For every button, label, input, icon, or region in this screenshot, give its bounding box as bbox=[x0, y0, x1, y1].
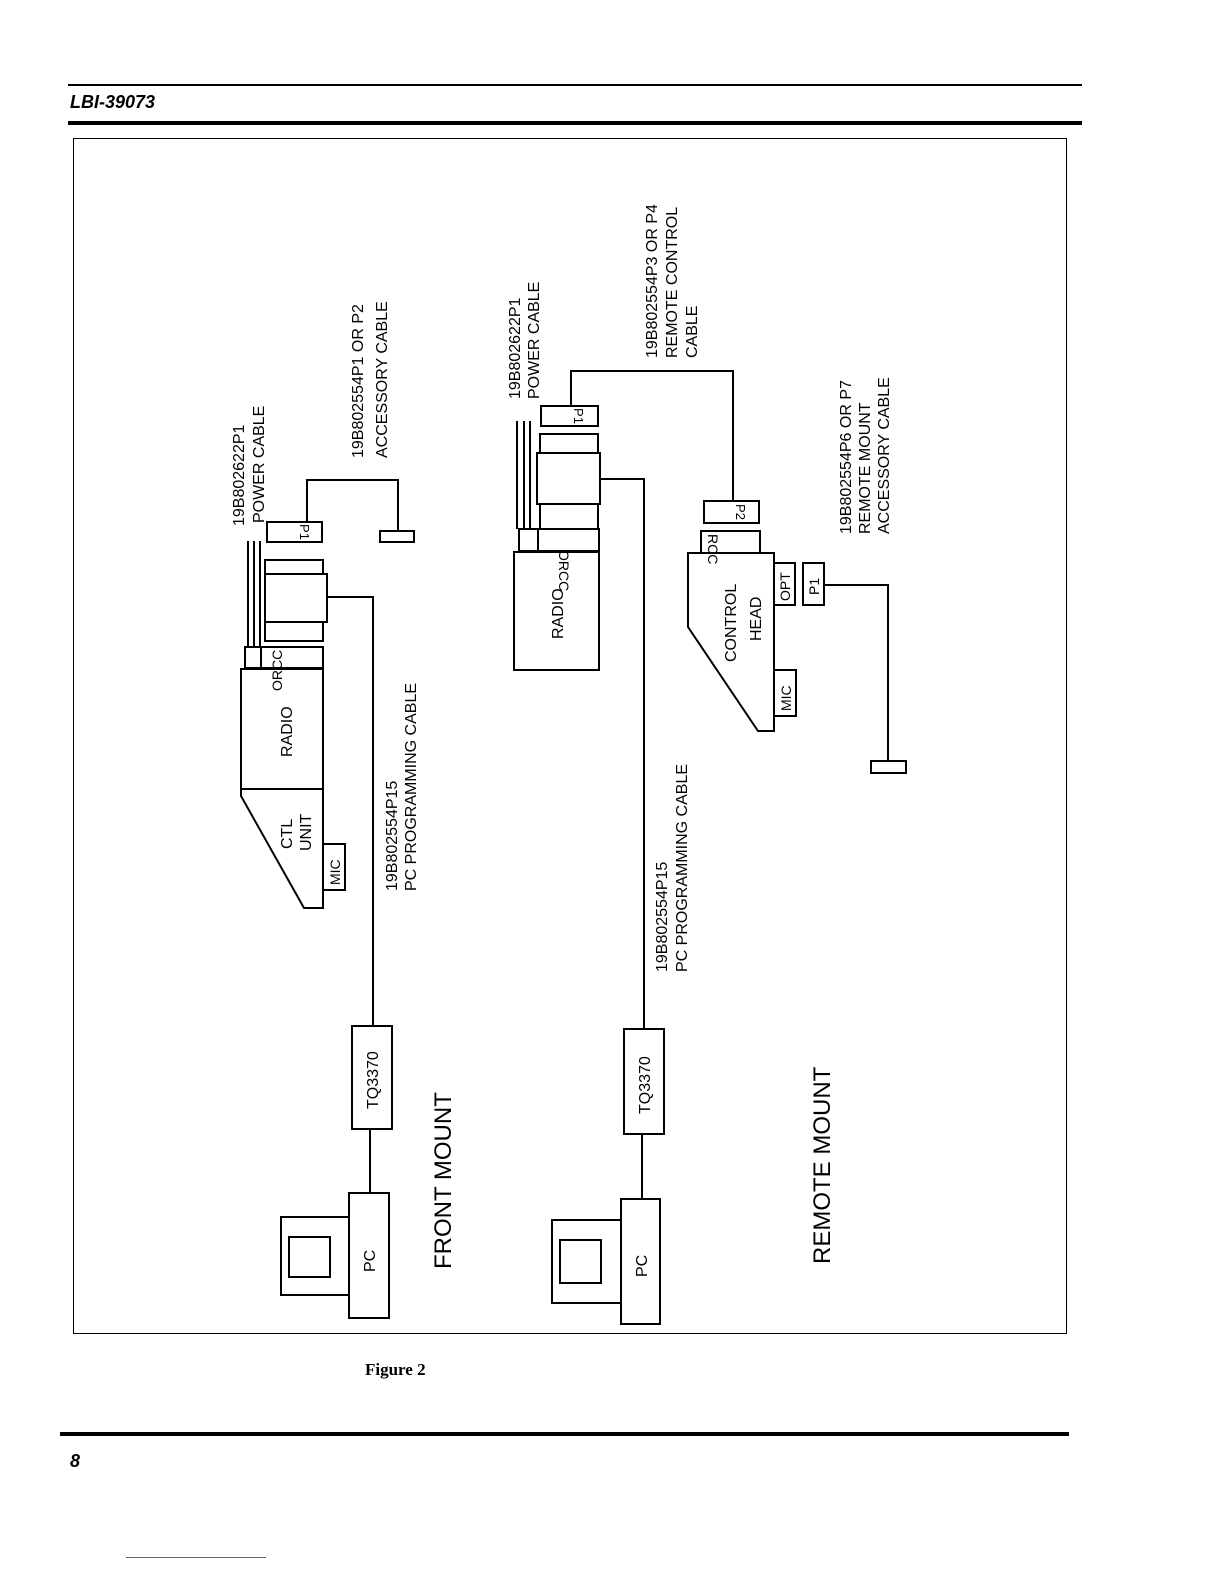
rm-orcc-box bbox=[537, 528, 600, 552]
fm-tq3370-label: TQ3370 bbox=[365, 1051, 382, 1109]
rm-programming-cable-desc: PC PROGRAMMING CABLE bbox=[674, 764, 691, 972]
fm-mic-label: MIC bbox=[327, 859, 343, 885]
rm-rcc-label: RCC bbox=[705, 534, 721, 564]
fm-orcc-tab bbox=[244, 646, 262, 669]
fm-radio-part-top bbox=[264, 559, 324, 575]
rm-radio-part-bottom bbox=[539, 503, 599, 530]
rm-accessory-cable bbox=[824, 584, 889, 761]
fm-title: FRONT MOUNT bbox=[430, 1092, 457, 1269]
figure-caption: Figure 2 bbox=[365, 1360, 426, 1379]
fm-accessory-plug bbox=[379, 530, 415, 543]
rm-accessory-cable-desc-1: REMOTE MOUNT bbox=[857, 402, 874, 534]
fm-unit-label: UNIT bbox=[298, 813, 315, 851]
fm-radio-interface bbox=[264, 573, 328, 623]
rm-pc-label: PC bbox=[634, 1255, 651, 1277]
footer-rule bbox=[60, 1432, 1069, 1436]
rm-head-p1-label: P1 bbox=[806, 578, 822, 595]
fm-power-cable-desc: POWER CABLE bbox=[251, 406, 268, 523]
header-rule-thin bbox=[68, 84, 1082, 86]
rm-radio-label: RADIO bbox=[550, 588, 567, 639]
fm-programming-cable-desc: PC PROGRAMMING CABLE bbox=[403, 683, 420, 891]
page-number: 8 bbox=[70, 1451, 81, 1471]
rm-radio-body bbox=[513, 551, 600, 671]
fm-accessory-cable-desc: ACCESSORY CABLE bbox=[374, 301, 391, 458]
rm-pc-screen bbox=[559, 1239, 602, 1284]
rm-programming-cable-part: 19B802554P15 bbox=[654, 862, 671, 972]
fm-accessory-cable-part: 19B802554P1 OR P2 bbox=[350, 304, 367, 458]
figure-frame: 19B802622P1 POWER CABLE 19B802554P1 OR P… bbox=[73, 138, 1067, 1334]
fm-accessory-cable bbox=[306, 479, 399, 531]
rm-mic-box bbox=[773, 669, 797, 717]
rm-accessory-plug bbox=[870, 760, 907, 774]
rm-head-label: HEAD bbox=[748, 597, 765, 641]
rm-control-head-body bbox=[687, 552, 775, 732]
rm-tq3370-box bbox=[623, 1028, 665, 1135]
rm-remote-control-cable bbox=[570, 370, 734, 501]
fm-radio-label: RADIO bbox=[279, 706, 296, 757]
rm-tq3370-label: TQ3370 bbox=[637, 1056, 654, 1114]
footer-link-underline bbox=[126, 1557, 266, 1558]
rm-remote-control-cable-desc-2: CABLE bbox=[684, 306, 701, 358]
fm-programming-cable-part: 19B802554P15 bbox=[384, 781, 401, 891]
rm-remote-control-cable-desc-1: REMOTE CONTROL bbox=[664, 207, 681, 358]
header-rule-thick bbox=[68, 121, 1082, 125]
rm-radio-part-top bbox=[539, 433, 599, 454]
rm-programming-cable bbox=[600, 478, 645, 1029]
rm-remote-control-cable-part: 19B802554P3 OR P4 bbox=[644, 204, 661, 358]
rm-p1-connector bbox=[540, 405, 599, 427]
fm-mic-box bbox=[322, 843, 346, 891]
rm-mic-label: MIC bbox=[778, 685, 794, 711]
fm-pc-label: PC bbox=[362, 1250, 379, 1272]
rm-orcc-label: ORCC bbox=[556, 550, 572, 591]
rm-pc-monitor bbox=[551, 1219, 622, 1304]
fm-programming-cable bbox=[327, 596, 374, 1026]
fm-power-cable-part: 19B802622P1 bbox=[231, 424, 248, 526]
rm-accessory-cable-desc-2: ACCESSORY CABLE bbox=[876, 377, 893, 534]
rm-power-cable-desc: POWER CABLE bbox=[526, 282, 543, 399]
rm-orcc-tab bbox=[518, 528, 539, 552]
wiring-diagram: 19B802622P1 POWER CABLE 19B802554P1 OR P… bbox=[231, 204, 907, 1325]
rm-accessory-cable-part: 19B802554P6 OR P7 bbox=[838, 380, 855, 534]
rm-control-label: CONTROL bbox=[723, 584, 740, 662]
rm-p2-connector bbox=[703, 500, 760, 524]
fm-ctl-label: CTL bbox=[279, 819, 296, 849]
document-id: LBI-39073 bbox=[70, 92, 156, 112]
fm-p1-connector bbox=[266, 521, 323, 543]
rm-p2-label: P2 bbox=[733, 504, 748, 520]
rm-power-cable-part: 19B802622P1 bbox=[507, 297, 524, 399]
fm-pc-screen bbox=[288, 1236, 331, 1278]
fm-radio-body bbox=[240, 668, 324, 909]
fm-radio-part-bottom bbox=[264, 621, 324, 642]
fm-tq3370-box bbox=[351, 1025, 393, 1130]
rm-opt-box bbox=[773, 562, 796, 606]
fm-orcc-label: ORCC bbox=[269, 650, 285, 691]
rm-p1-label: P1 bbox=[571, 408, 586, 424]
fm-p1-label: P1 bbox=[297, 524, 312, 540]
rm-opt-label: OPT bbox=[777, 572, 793, 601]
rm-radio-interface bbox=[536, 452, 601, 505]
rm-title: REMOTE MOUNT bbox=[809, 1066, 836, 1264]
fm-pc-monitor bbox=[280, 1216, 350, 1296]
